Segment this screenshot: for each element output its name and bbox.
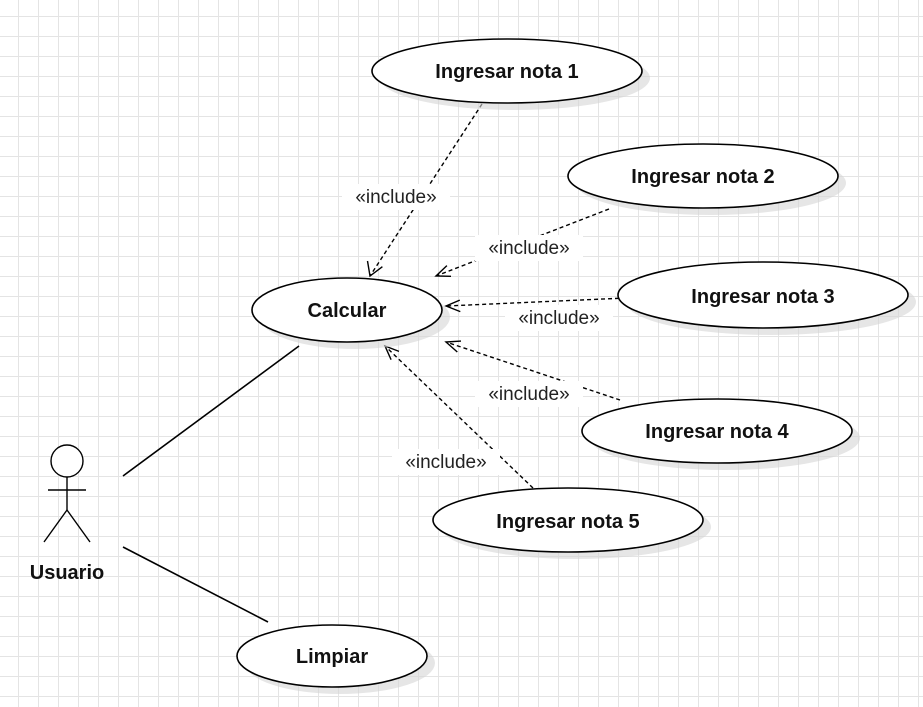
- include-label-nota5: «include»: [392, 449, 500, 475]
- use-case-ingresar-nota-1[interactable]: Ingresar nota 1: [371, 38, 650, 110]
- association-usuario-calcular: [122, 345, 300, 477]
- use-case-label: Ingresar nota 4: [645, 421, 789, 443]
- use-case-label: Ingresar nota 3: [691, 286, 834, 308]
- include-dependency-nota3: [444, 297, 627, 313]
- actor-stick-figure-icon: [43, 444, 91, 543]
- use-case-label: Calcular: [308, 300, 387, 322]
- use-case-label: Limpiar: [296, 646, 368, 668]
- use-case-ingresar-nota-4[interactable]: Ingresar nota 4: [581, 398, 860, 470]
- actor-label: Usuario: [30, 562, 104, 584]
- use-case-label: Ingresar nota 5: [496, 511, 639, 533]
- actor-usuario[interactable]: Usuario: [30, 444, 104, 584]
- use-case-label: Ingresar nota 2: [631, 166, 774, 188]
- svg-text:«include»: «include»: [518, 308, 599, 329]
- svg-text:«include»: «include»: [488, 238, 569, 259]
- use-case-limpiar[interactable]: Limpiar: [236, 624, 435, 694]
- svg-text:«include»: «include»: [405, 452, 486, 473]
- include-dependency-nota1: [366, 103, 483, 278]
- use-case-ingresar-nota-3[interactable]: Ingresar nota 3: [617, 261, 916, 335]
- svg-text:«include»: «include»: [488, 384, 569, 405]
- include-label-nota3: «include»: [505, 305, 613, 331]
- use-case-ingresar-nota-5[interactable]: Ingresar nota 5: [432, 487, 711, 559]
- use-case-ingresar-nota-2[interactable]: Ingresar nota 2: [567, 143, 846, 215]
- use-case-calcular[interactable]: Calcular: [251, 277, 450, 349]
- include-label-nota1: «include»: [342, 184, 450, 210]
- include-label-nota4: «include»: [475, 381, 583, 407]
- include-dependency-nota4: [444, 340, 621, 401]
- svg-text:«include»: «include»: [355, 187, 436, 208]
- association-usuario-limpiar: [122, 546, 269, 623]
- use-case-label: Ingresar nota 1: [435, 61, 578, 83]
- include-label-nota2: «include»: [475, 235, 583, 261]
